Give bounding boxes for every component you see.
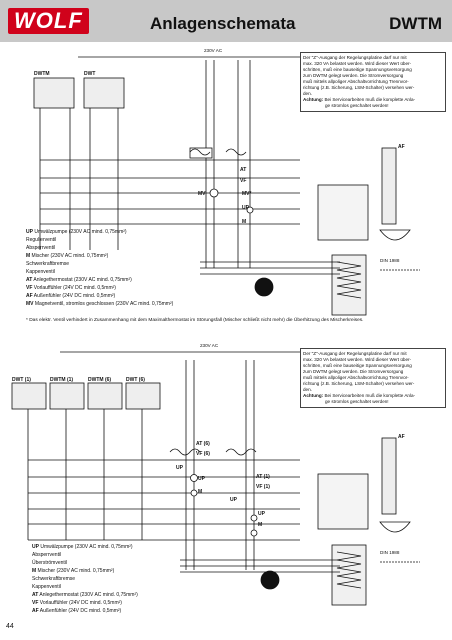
legend-item: AF Außenfühler (24V DC mind. 0,5mm²) <box>32 608 122 614</box>
legend-item: AF Außenfühler (24V DC mind. 0,5mm²) <box>26 293 116 299</box>
label-up: UP <box>242 205 249 211</box>
controller-label-dwtm: DWTM <box>34 71 50 77</box>
label-vf: VF <box>240 178 247 184</box>
footnote: * Das elektr. Ventil verhindert in Zusam… <box>26 318 364 323</box>
controller-label: DWT (6) <box>126 377 145 383</box>
label-m2: M <box>258 522 263 528</box>
legend-item: Regulierventil <box>26 237 57 243</box>
label-at6: AT (6) <box>196 441 210 447</box>
legend-item: Absperrventil <box>32 552 62 558</box>
controller-label: DWTM (1) <box>50 377 74 383</box>
page-title: Anlagenschemata <box>150 14 296 33</box>
label-m1: M <box>198 489 203 495</box>
legend-item: Kappenventil <box>32 584 61 590</box>
legend-item: UP Umwälzpumpe (230V AC mind. 0,75mm²) <box>32 544 133 550</box>
label-mv-star: MV* <box>242 191 252 197</box>
legend-item: Schwerkraftbremse <box>32 576 76 582</box>
label-up3: UP <box>230 497 237 503</box>
legend-item: AT Anlegethermostat (230V AC mind. 0,75m… <box>32 592 138 598</box>
legend-item: M Mischer (230V AC mind. 0,75mm²) <box>26 253 109 259</box>
model-code: DWTM <box>389 14 442 33</box>
controller-label: DWT (1) <box>12 377 31 383</box>
label-af: AF <box>398 144 405 150</box>
legend-item: Schwerkraftbremse <box>26 261 70 267</box>
label-at: AT <box>240 167 247 173</box>
controller-label-dwt: DWT <box>84 71 96 77</box>
label-up1: UP <box>176 465 183 471</box>
label-af-bottom: AF <box>398 434 405 440</box>
warning-note-bottom: Der "Z"-Ausgang der Regelungsplatine dar… <box>300 348 446 408</box>
page-number: 44 <box>6 623 14 630</box>
legend-item: VF Vorlauffühler (24V DC mind. 0,5mm²) <box>26 285 116 291</box>
label-up4: UP <box>258 511 265 517</box>
legend-item: VF Vorlauffühler (24V DC mind. 0,5mm²) <box>32 600 122 606</box>
label-din: DIN 1988 <box>380 258 400 263</box>
label-vf1: VF (1) <box>256 484 270 490</box>
label-m: M <box>242 219 247 225</box>
legend-item: Überströmventil <box>32 560 68 566</box>
legend-item: Absperrventil <box>26 245 56 251</box>
label-at1: AT (1) <box>256 474 270 480</box>
wolf-logo: WOLF <box>8 8 89 34</box>
legend-item: Kappenventil <box>26 269 55 275</box>
label-vf6: VF (6) <box>196 451 210 457</box>
mains-label: 230V AC <box>204 48 223 53</box>
controller-label: DWTM (6) <box>88 377 112 383</box>
label-up2: UP <box>198 476 205 482</box>
legend-item: MV Magnetventil, stromlos geschlossen (2… <box>26 301 174 307</box>
legend-item: M Mischer (230V AC mind. 0,75mm²) <box>32 568 115 574</box>
legend-item: AT Anlegethermostat (230V AC mind. 0,75m… <box>26 277 132 283</box>
legend-item: UP Umwälzpumpe (230V AC mind. 0,75mm²) <box>26 229 127 235</box>
mains-label-bottom: 230V AC <box>200 343 219 348</box>
label-mv: MV <box>198 191 206 197</box>
label-din-bottom: DIN 1988 <box>380 550 400 555</box>
warning-note: Der "Z"-Ausgang der Regelungsplatine dar… <box>300 52 446 112</box>
